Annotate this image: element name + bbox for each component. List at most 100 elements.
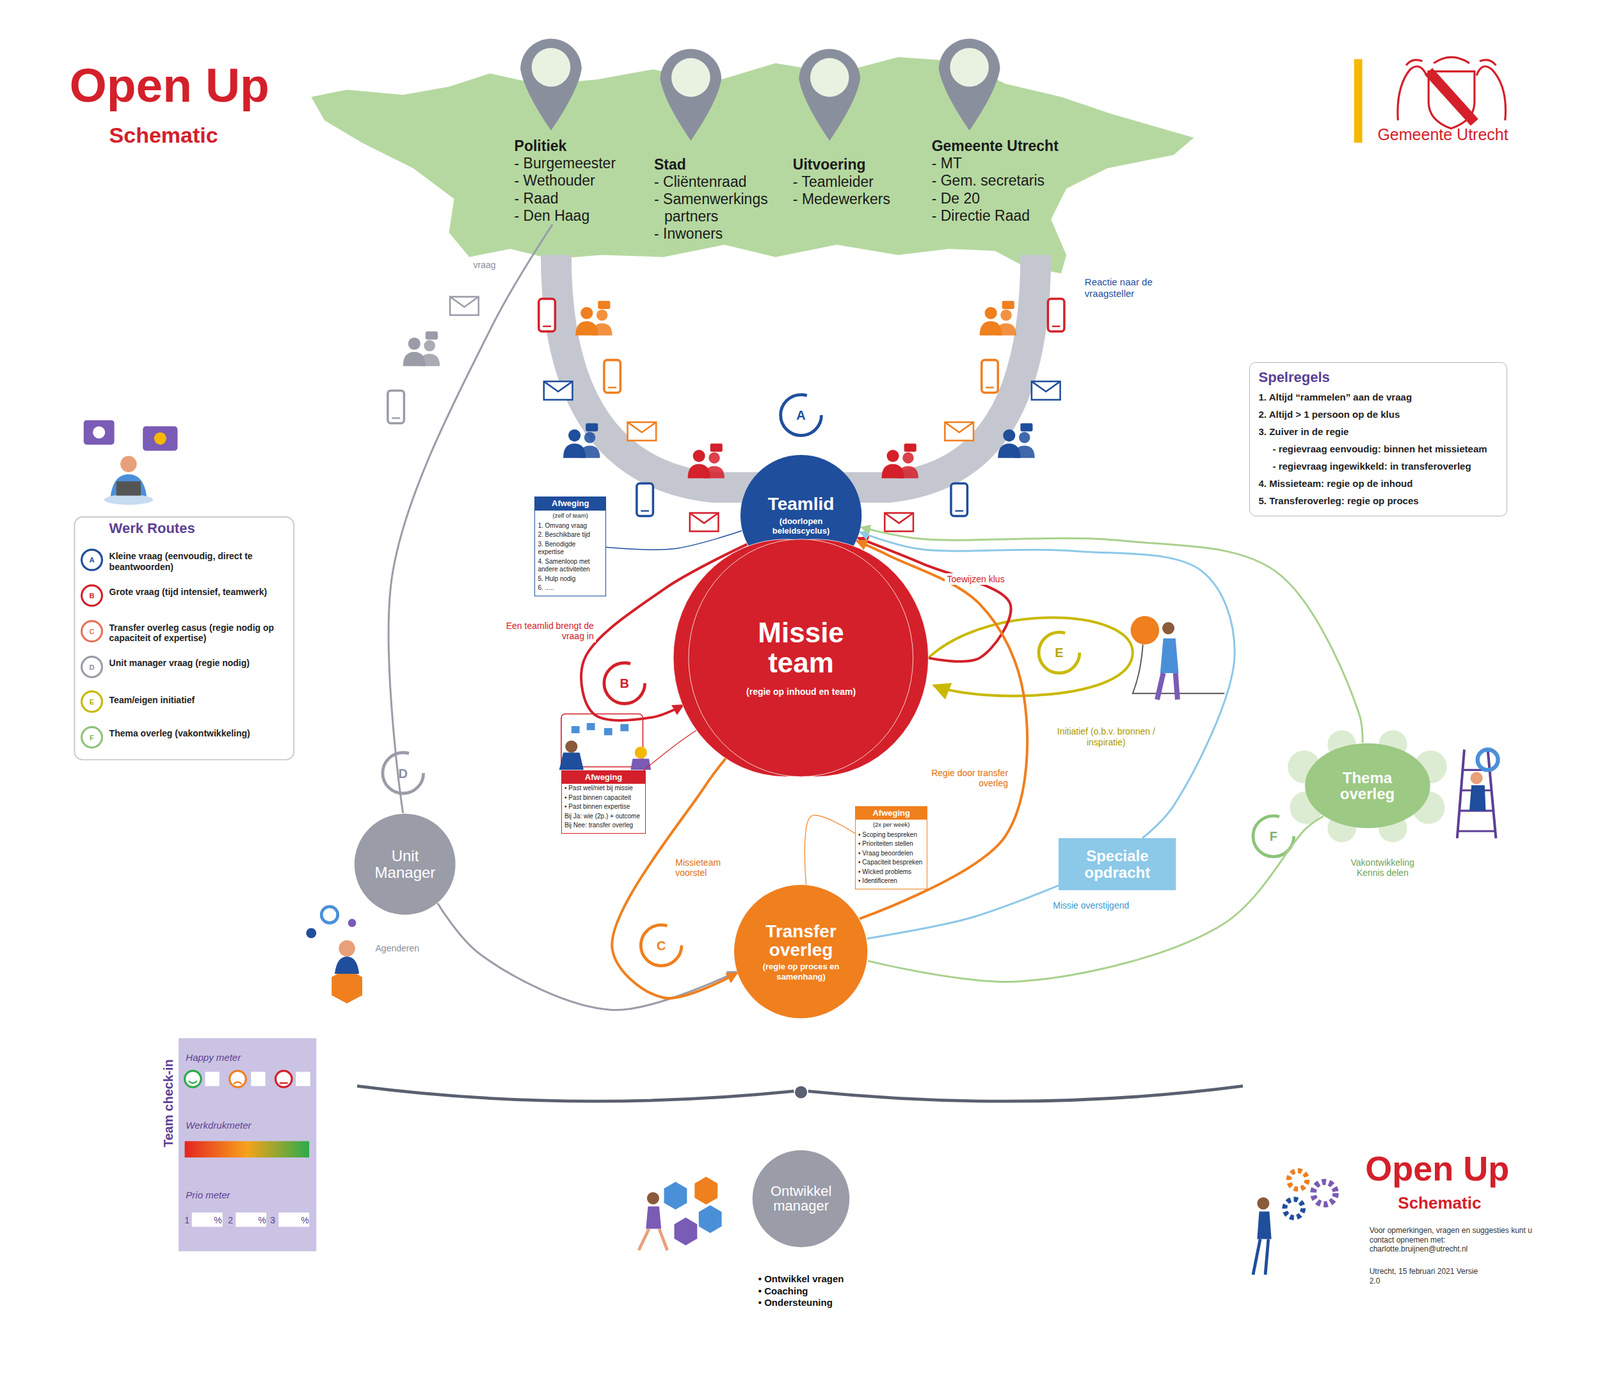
legend-row: Unit manager vraag (regie nodig) [109, 657, 290, 669]
node-text: 2 [227, 1216, 233, 1226]
assignment-box: Speciale opdracht [1058, 838, 1176, 891]
node-text: Transfer overleg [750, 922, 853, 960]
node-text: Gemeente Utrecht [931, 137, 1070, 155]
legend-row: Kleine vraag (eenvoudig, direct te beant… [109, 551, 290, 573]
node-text: - De 20 [931, 190, 1070, 208]
consideration-card: Afweging(2x per week)• Scoping bespreken… [855, 806, 928, 890]
route-letter: B [620, 677, 630, 690]
rules-box: Spelregels 1. Altijd “rammelen” aan de vr… [1249, 362, 1508, 517]
node-text: - Raad [514, 190, 643, 208]
node-text: 6. ..... [535, 583, 606, 594]
legend-text: Kleine vraag (eenvoudig, direct te beant… [109, 551, 253, 573]
node-text: • Scoping bespreken [855, 830, 927, 841]
node-text: 4. Samenloop met andere activiteiten [535, 557, 606, 575]
stakeholder-group: Gemeente Utrecht- MT- Gem. secretaris- D… [931, 137, 1070, 225]
role-circle: Unit Manager [353, 813, 456, 916]
node-text: Team check-in [161, 1059, 176, 1148]
node-text: (2x per week) [855, 819, 927, 831]
route-letter: C [656, 939, 666, 953]
route-letter: D [398, 767, 408, 781]
node-text: 1. Omvang vraag [535, 521, 606, 532]
legend-row: Team/eigen initiatief [109, 695, 290, 706]
connector-label: Vakontwikkeling Kennis delen [1338, 856, 1427, 879]
node-text: - regievraag ingewikkeld: in transferove… [1258, 460, 1498, 473]
legend-text: Thema overleg (vakontwikkeling) [109, 728, 251, 739]
node-text: % [300, 1216, 309, 1226]
stakeholder-group: Stad- Cliëntenraad- Samenwerkings partne… [654, 156, 786, 244]
node-text: Speciale opdracht [1064, 848, 1170, 880]
node-text: Bij Nee: transfer overleg [561, 821, 646, 831]
node-text: (regie op inhoud en team) [739, 686, 863, 698]
node-text: 2. Altijd > 1 persoon op de klus [1258, 408, 1498, 421]
node-text: • Wicked problems [855, 867, 927, 878]
legend-letter: C [89, 627, 95, 635]
node-text: (zelf of team) [535, 510, 606, 522]
node-text: - regievraag eenvoudig: binnen het missi… [1258, 443, 1498, 456]
node-text: - Inwoners [654, 225, 786, 243]
node-text: (regie op proces en samenhang) [750, 961, 853, 982]
node-text: • Past binnen expertise [561, 802, 646, 813]
legend-text: Grote vraag (tijd intensief, teamwerk) [109, 586, 268, 598]
node-text: Afweging [535, 497, 606, 511]
node-text: Happy meter [185, 1052, 241, 1064]
connector [643, 729, 698, 771]
node-text: % [257, 1216, 266, 1226]
node-text: - Wethouder [514, 172, 643, 190]
node-text: - Medewerkers [792, 190, 921, 208]
node-text: • Past binnen capaciteit [561, 793, 646, 804]
legend-letter: A [89, 556, 95, 564]
node-text: Ontwikkel manager [761, 1184, 840, 1214]
role-circle: Ontwikkel manager• Ontwikkel vragen• Coa… [752, 1150, 850, 1248]
node-text: (doorlopen beleidscyclus) [752, 515, 850, 536]
version-note: Utrecht, 15 februari 2021 Versie 2.0 [1369, 1267, 1482, 1286]
node-text: Prio meter [185, 1190, 230, 1202]
consideration-card: Afweging• Past wel/niet bij missie• Past… [561, 770, 646, 834]
legend-letter: D [89, 663, 95, 671]
legend-text: Team/eigen initiatief [109, 695, 196, 706]
meeting-circle: Transfer overleg(regie op proces en same… [733, 884, 868, 1019]
node-text: - Den Haag [514, 207, 643, 225]
connector [860, 527, 1363, 744]
node-text: Afweging [855, 807, 927, 820]
node-text: - Gem. secretaris [931, 172, 1070, 190]
node-text: Missie team [739, 618, 863, 678]
node-text: 3. Zuiver in de regie [1258, 426, 1498, 438]
connector-label: Missie overstijgend [1050, 899, 1157, 912]
connector-label: Regie door transfer overleg [916, 767, 1010, 790]
node-text: 3 [270, 1216, 276, 1226]
legend-letter: E [89, 698, 95, 706]
subtitle: Schematic [109, 122, 219, 149]
node-text: • Identificeren [855, 876, 927, 887]
meeting-ellipse: Thema overleg [1304, 743, 1432, 829]
node-text: - Burgemeester [514, 154, 643, 173]
stakeholder-group: Uitvoering- Teamleider- Medewerkers [792, 156, 921, 208]
legend-letter: B [89, 592, 95, 600]
connector-label: Een teamlid brengt de vraag in [499, 620, 596, 642]
node-text: - Cliëntenraad [654, 173, 786, 191]
legend-row: Grote vraag (tijd intensief, teamwerk) [109, 586, 290, 598]
footer-subtitle: Schematic [1397, 1193, 1481, 1214]
node-text: 1. Altijd “rammelen” aan de vraag [1258, 391, 1498, 404]
legend-text: Unit manager vraag (regie nodig) [109, 657, 250, 669]
node-text: Bij Ja: wie (2p.) + outcome [561, 812, 646, 822]
node-text: Spelregels [1258, 369, 1498, 386]
node-text: • Capaciteit bespreken [855, 858, 927, 868]
contact-note: Voor opmerkingen, vragen en suggesties k… [1369, 1226, 1535, 1254]
flow-note: Initiatief (o.b.v. bronnen / inspiratie) [1042, 726, 1170, 749]
legend-text: Transfer overleg casus (regie nodig op c… [109, 622, 275, 644]
node-text: • Prioriteiten stellen [855, 839, 927, 850]
node-text: Stad [654, 156, 786, 174]
node-text: Unit Manager [368, 848, 443, 880]
node-text: • Ontwikkel vragen [758, 1273, 845, 1286]
route-letter: E [1054, 646, 1064, 660]
node-text: Afweging [561, 771, 646, 784]
title: Open Up [69, 61, 270, 110]
node-text: - Samenwerkings partners [654, 190, 786, 226]
flow-note: Reactie naar de vraagsteller [1084, 276, 1159, 300]
node-text: • Ondersteuning [758, 1297, 845, 1310]
node-text: 4. Missieteam: regie op de inhoud [1258, 478, 1498, 490]
check-in-panel: Team check-inHappy meterWerkdrukmeterPri… [160, 1038, 317, 1252]
node-text: 3. Benodigde expertise [535, 540, 606, 558]
connector-label: Missieteam voorstel [673, 856, 736, 879]
node-text: Teamlid [752, 494, 850, 514]
